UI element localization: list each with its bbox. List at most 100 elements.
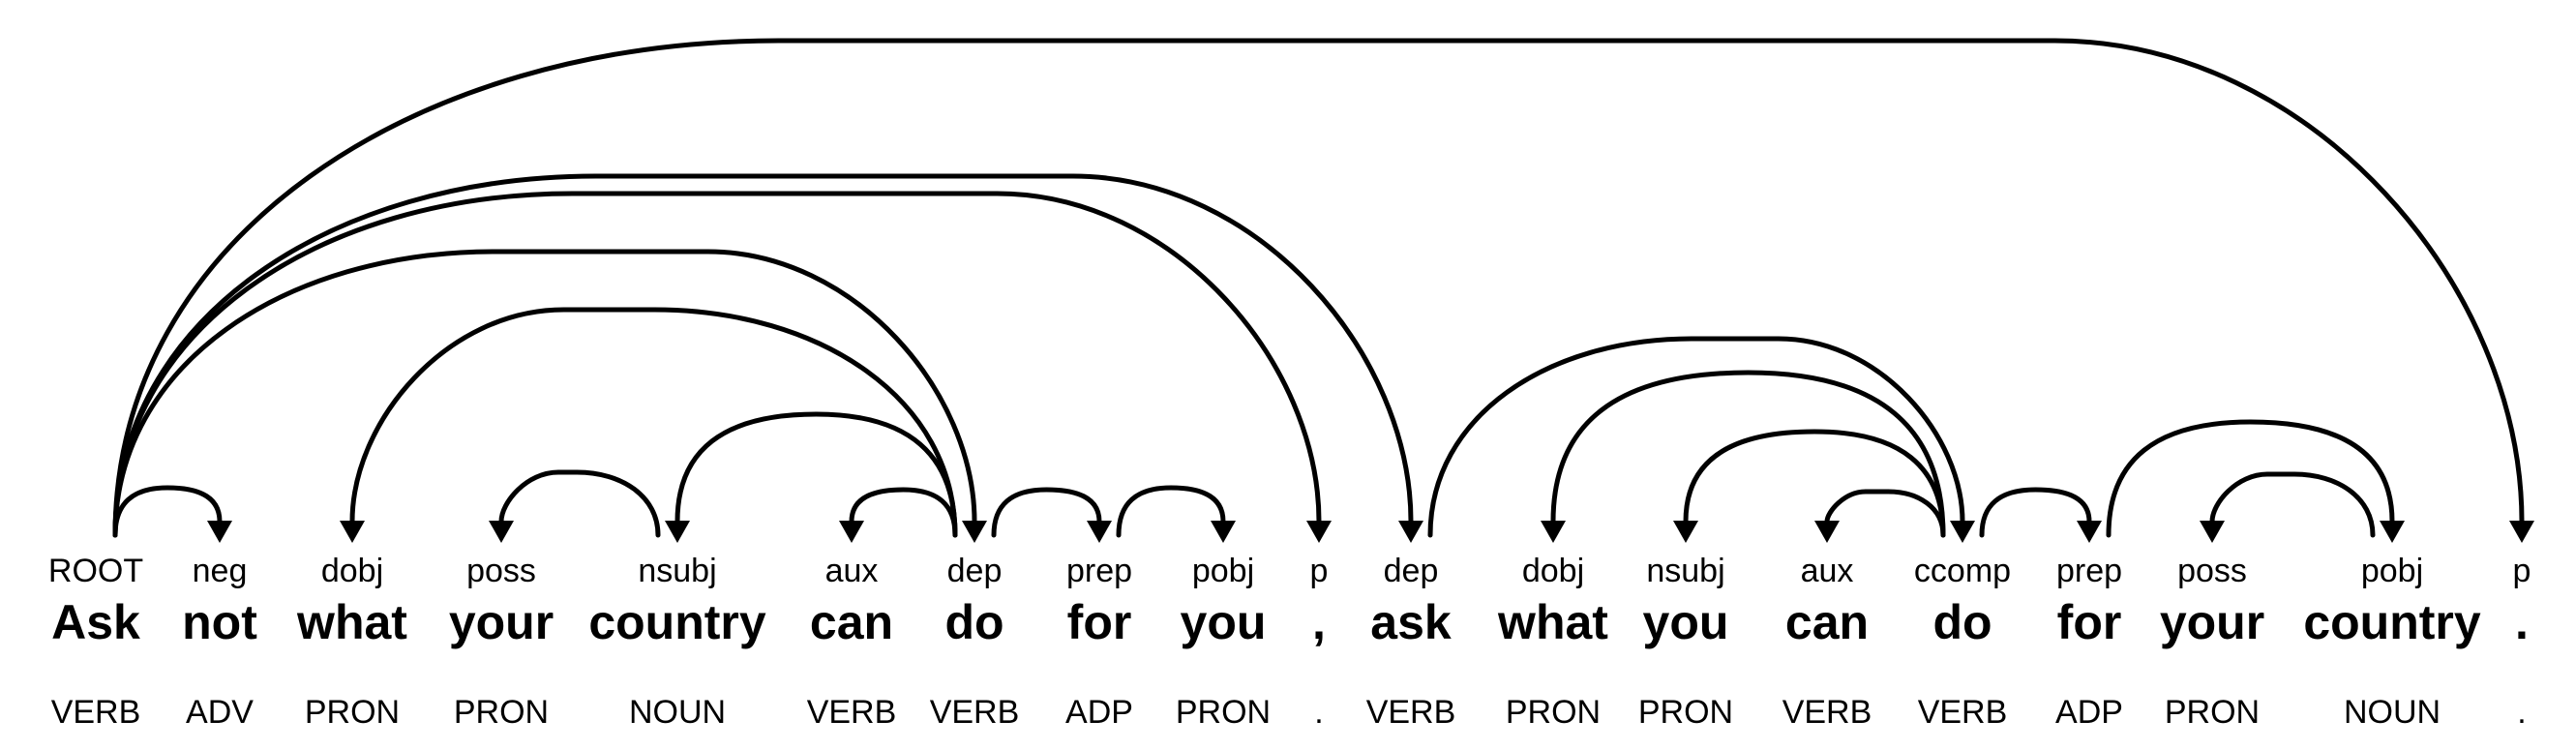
word-text: . — [2515, 595, 2529, 649]
dep-label: prep — [1065, 553, 1133, 589]
pos-tag: PRON — [304, 694, 401, 731]
pos-tag: PRON — [1637, 694, 1734, 731]
dependency-arc-aux — [1824, 489, 1946, 538]
pos-tag: ADP — [1065, 694, 1133, 731]
arc-arrowhead-icon — [1541, 521, 1566, 543]
arc-arrowhead-icon — [2200, 521, 2225, 543]
dependency-arc-pobj — [2106, 419, 2395, 538]
word-text: you — [1180, 595, 1267, 649]
dep-label: poss — [2177, 553, 2247, 589]
arc-arrowhead-icon — [1814, 521, 1840, 543]
dep-label: aux — [824, 553, 879, 589]
word-text: , — [1312, 595, 1326, 649]
dependency-arc-p — [112, 191, 1322, 538]
arc-arrowhead-icon — [2380, 521, 2405, 543]
dependency-arc-pobj — [1116, 485, 1226, 538]
word-text: do — [944, 595, 1004, 649]
dependency-arc-dobj — [1550, 370, 1946, 538]
dep-label: ccomp — [1913, 553, 2012, 589]
word-text: your — [448, 595, 554, 649]
dep-label: aux — [1800, 553, 1854, 589]
word-text: you — [1642, 595, 1729, 649]
dep-label: pobj — [2360, 553, 2424, 589]
word-text: ask — [1370, 595, 1452, 649]
dep-label: nsubj — [638, 553, 717, 589]
dep-label: ROOT — [47, 553, 144, 589]
dependency-arc-dep — [112, 173, 1414, 538]
pos-tag: PRON — [453, 694, 550, 731]
dep-label: pobj — [1191, 553, 1255, 589]
dependency-arc-prep — [991, 487, 1102, 538]
arc-arrowhead-icon — [1087, 521, 1112, 543]
arc-arrowhead-icon — [2509, 521, 2534, 543]
arc-arrowhead-icon — [1673, 521, 1698, 543]
word-text: your — [2159, 595, 2265, 649]
pos-tag: VERB — [806, 694, 897, 731]
dependency-arc-prep — [1979, 487, 2092, 538]
dep-label: p — [1309, 553, 1329, 589]
pos-tag: VERB — [929, 694, 1020, 731]
word-text: can — [809, 595, 894, 649]
pos-tag: VERB — [1365, 694, 1456, 731]
dep-label: nsubj — [1646, 553, 1725, 589]
arc-arrowhead-icon — [1211, 521, 1236, 543]
dep-label: dep — [946, 553, 1003, 589]
dependency-arc-dobj — [349, 307, 958, 538]
dep-label: prep — [2055, 553, 2123, 589]
dependency-arc-dep — [112, 249, 977, 538]
pos-tag: VERB — [1782, 694, 1872, 731]
word-text: what — [297, 595, 407, 649]
arc-arrowhead-icon — [1398, 521, 1423, 543]
dependency-arc-ccomp — [1427, 336, 1965, 538]
dep-label: poss — [466, 553, 536, 589]
word-text: country — [2303, 595, 2481, 649]
arc-arrowhead-icon — [2077, 521, 2102, 543]
pos-tag: . — [1314, 694, 1324, 731]
pos-tag: NOUN — [2343, 694, 2441, 731]
dep-label: p — [2512, 553, 2531, 589]
arc-arrowhead-icon — [962, 521, 987, 543]
dep-label: dobj — [320, 553, 384, 589]
dep-label: dep — [1383, 553, 1439, 589]
arc-arrowhead-icon — [489, 521, 514, 543]
dependency-arc-neg — [112, 485, 223, 538]
word-text: country — [588, 595, 766, 649]
arc-arrowhead-icon — [665, 521, 690, 543]
pos-tag: ADV — [186, 694, 254, 731]
arc-arrowhead-icon — [340, 521, 365, 543]
word-text: do — [1932, 595, 1992, 649]
dependency-arc-nsubj — [1683, 429, 1946, 538]
pos-tag: PRON — [1175, 694, 1272, 731]
arc-arrowhead-icon — [207, 521, 232, 543]
pos-tag: ADP — [2055, 694, 2123, 731]
word-text: for — [2056, 595, 2122, 649]
dep-label: neg — [192, 553, 248, 589]
arc-arrowhead-icon — [839, 521, 864, 543]
dependency-arc-nsubj — [674, 411, 958, 538]
word-text: not — [182, 595, 257, 649]
word-text: Ask — [51, 595, 140, 649]
dependency-arc-poss — [2209, 471, 2376, 538]
arc-arrowhead-icon — [1306, 521, 1332, 543]
dep-label: dobj — [1521, 553, 1585, 589]
pos-tag: NOUN — [628, 694, 727, 731]
pos-tag: PRON — [2164, 694, 2261, 731]
